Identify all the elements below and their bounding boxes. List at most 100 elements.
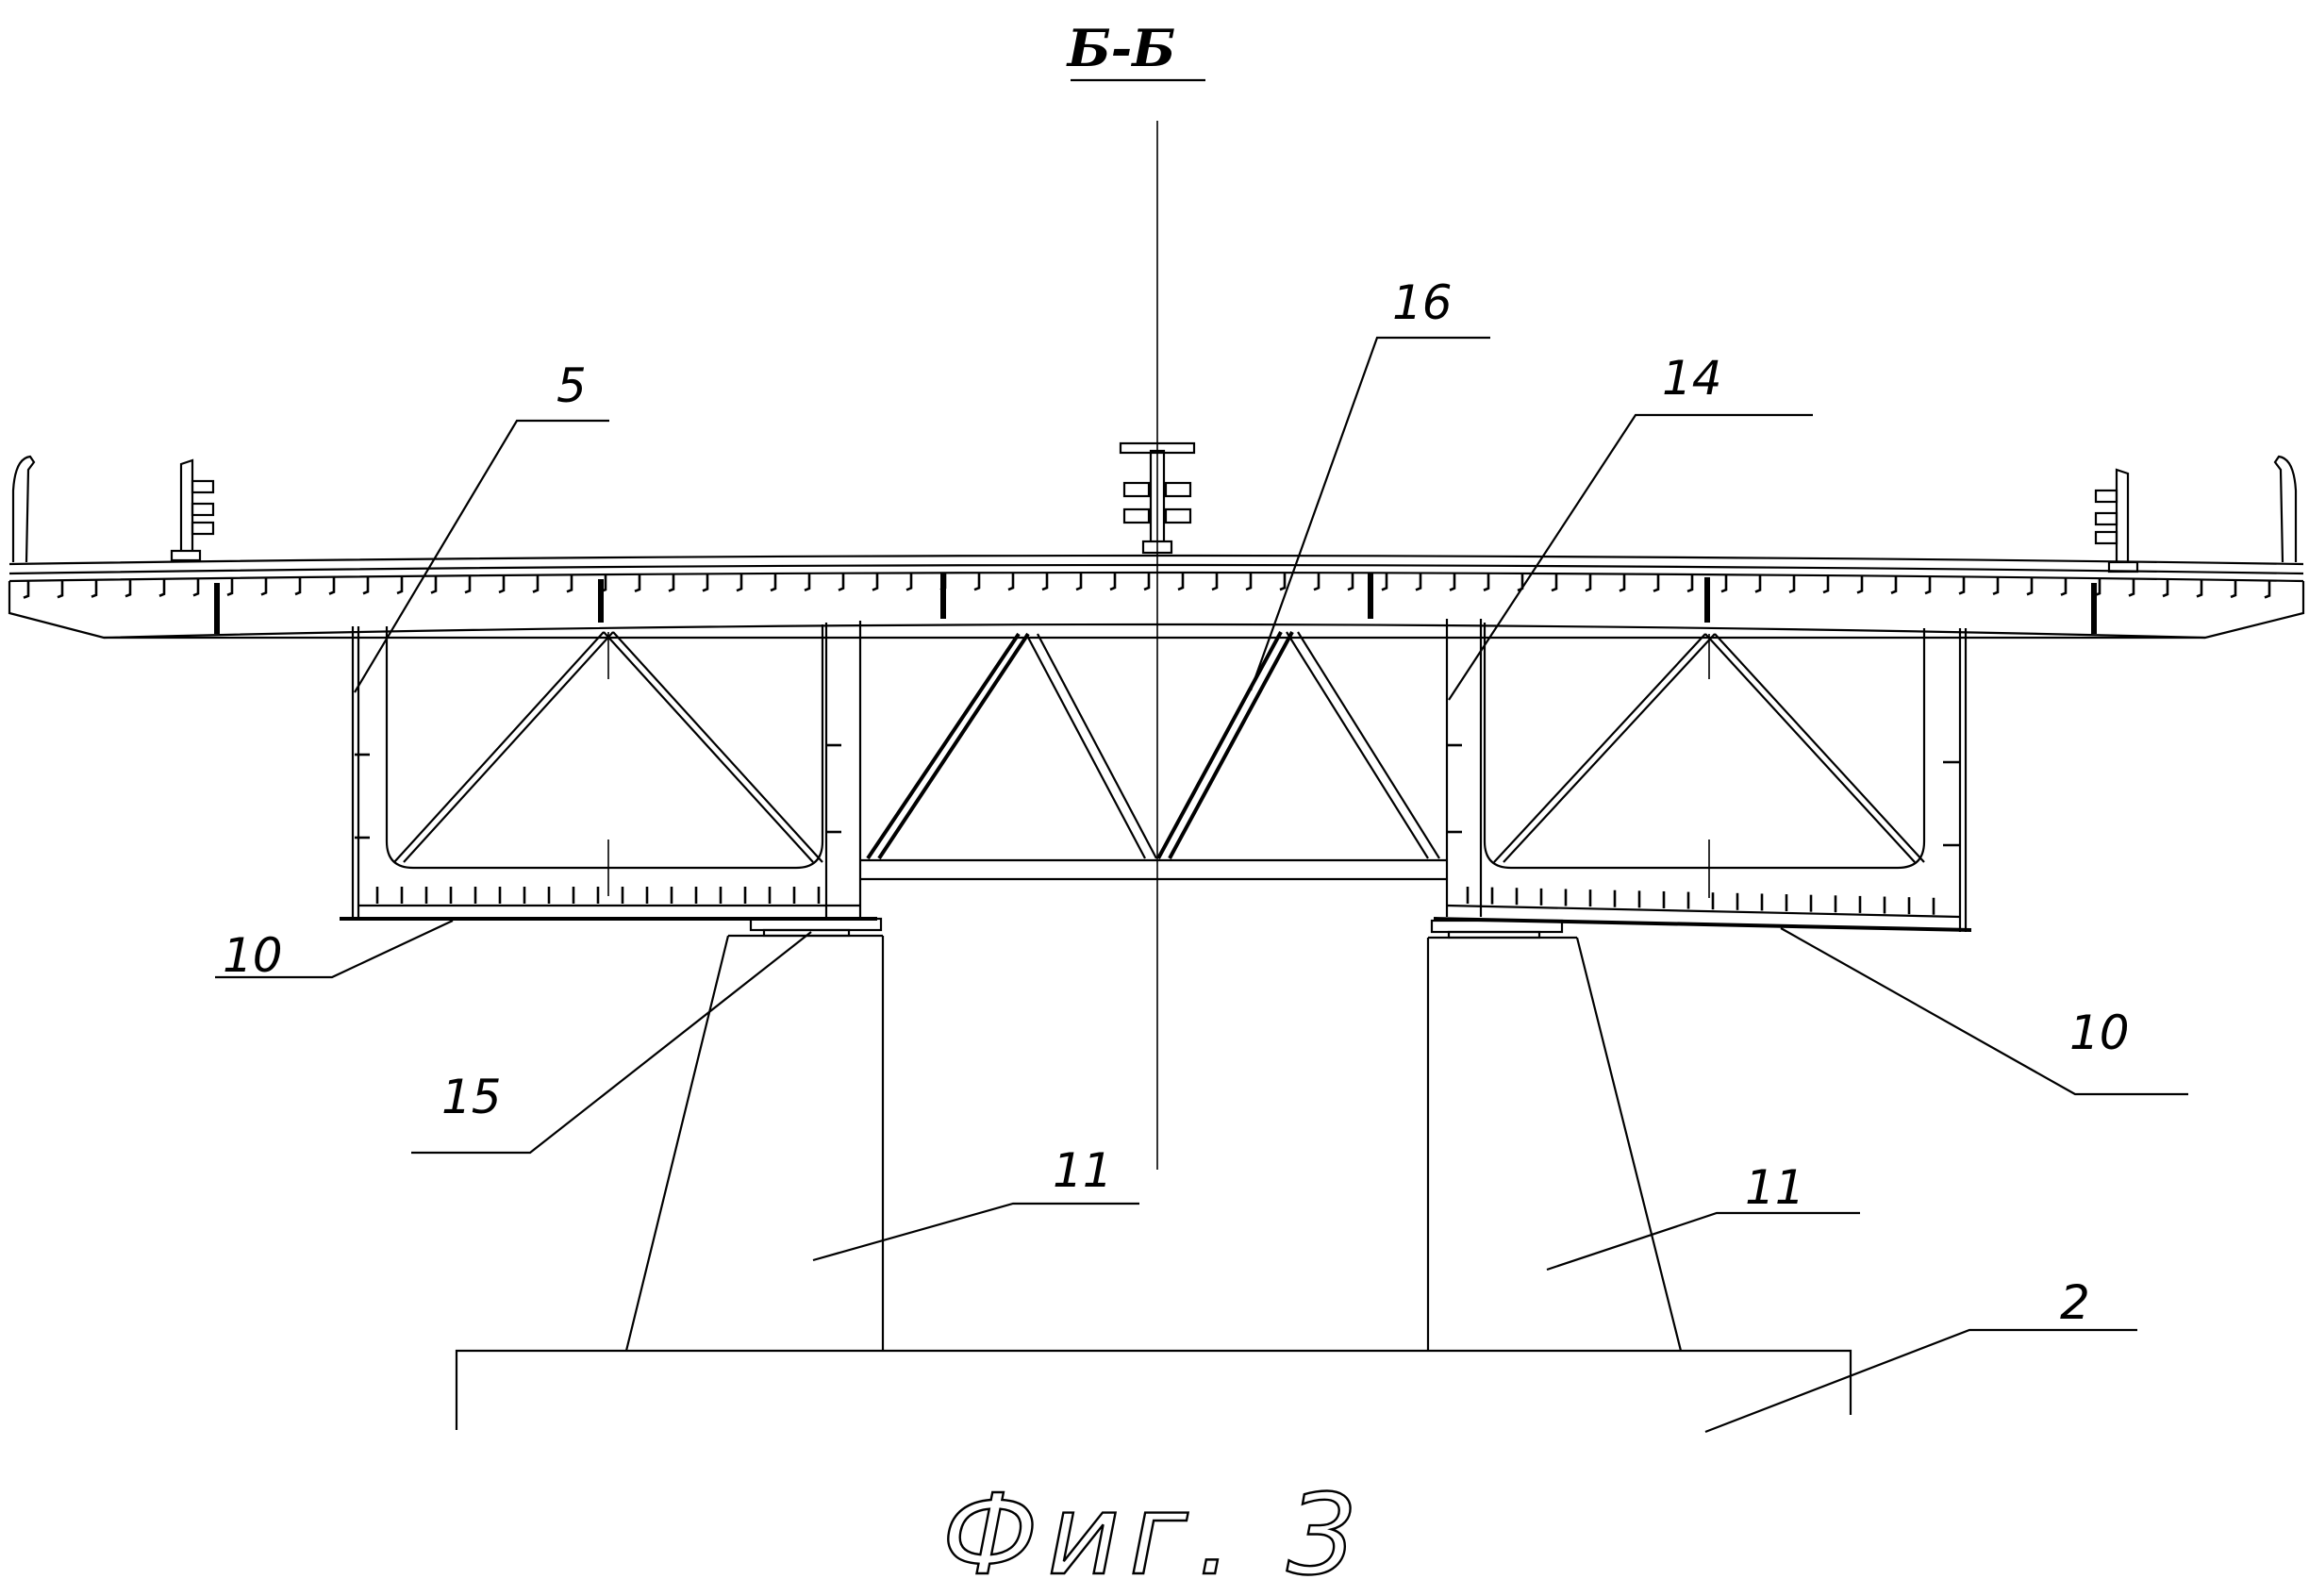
deck-rib — [1008, 573, 1013, 590]
left-box-girder — [340, 621, 877, 919]
right-barrier — [2096, 470, 2137, 572]
label-16: 16 — [1392, 275, 1453, 330]
deck-rib — [363, 576, 368, 593]
left-girder-bottom-ribs — [377, 887, 819, 904]
central-truss — [860, 632, 1447, 879]
right-bearing — [1432, 921, 1562, 938]
deck-rib — [669, 574, 673, 591]
deck-top-line — [9, 556, 2303, 564]
leader-lines — [215, 338, 2188, 1432]
leader-2 — [1705, 1330, 2137, 1432]
deck-rib — [567, 574, 572, 591]
deck-rib — [1314, 573, 1319, 590]
deck-rib — [2265, 580, 2269, 597]
label-10-right: 10 — [2069, 1006, 2130, 1060]
left-barrier — [172, 460, 213, 560]
deck-rib — [1993, 577, 1998, 594]
deck-rib — [397, 576, 402, 593]
label-2: 2 — [2060, 1275, 2090, 1330]
deck-rib — [2027, 577, 2032, 594]
deck-rib — [1484, 574, 1488, 590]
label-5: 5 — [556, 358, 587, 413]
deck-rib — [1212, 573, 1217, 590]
deck-rib — [1348, 573, 1353, 590]
deck-rib — [125, 579, 130, 596]
deck-rib — [635, 574, 640, 591]
right-girder-bottom-plate — [1447, 906, 1960, 917]
deck-rib — [1620, 574, 1624, 590]
deck-rib — [974, 573, 979, 590]
deck-rib — [1110, 573, 1115, 590]
deck-rib — [58, 580, 62, 597]
deck-rib — [2197, 579, 2201, 596]
truss-diagonal-4 — [1287, 632, 1439, 858]
section-title: Б-Б — [1066, 18, 1205, 80]
truss-diagonal-3 — [1158, 632, 1292, 858]
left-girder-inner-outline — [387, 624, 822, 868]
deck-rib — [91, 580, 96, 597]
left-pier — [626, 936, 883, 1351]
deck-rib — [2231, 580, 2235, 597]
deck-rib — [1246, 573, 1251, 590]
deck-rib — [24, 581, 28, 598]
deck-rib — [261, 577, 266, 594]
deck-rib — [906, 573, 911, 590]
deck-rib — [227, 578, 232, 595]
deck-rib — [1687, 574, 1692, 591]
left-bearing — [751, 919, 881, 936]
deck-rib — [159, 579, 164, 596]
deck-rib — [431, 576, 436, 593]
label-14: 14 — [1662, 351, 1722, 406]
label-11-left: 11 — [1053, 1143, 1113, 1198]
figure-caption: Фиг. 3 — [942, 1470, 1367, 1596]
deck-bottom-line — [104, 624, 2205, 638]
deck-rib — [329, 577, 334, 594]
deck-rib — [1959, 576, 1964, 593]
deck-rib — [1925, 576, 1930, 593]
label-15: 15 — [441, 1070, 502, 1124]
deck-rib — [872, 574, 877, 590]
deck-rib — [1586, 574, 1590, 590]
leader-11-right — [1547, 1213, 1860, 1270]
right-girder-inner-outline — [1485, 623, 1924, 868]
deck-rib — [295, 577, 300, 594]
deck-rib — [1789, 575, 1794, 592]
foundation-outline — [457, 1351, 1851, 1430]
deck-rib — [771, 574, 775, 590]
deck-rib — [2163, 579, 2168, 596]
left-girder-web-stiffeners — [355, 745, 841, 838]
leader-5 — [355, 421, 609, 692]
right-girder-diagonals — [1494, 634, 1924, 898]
deck-plate-line — [9, 573, 2303, 581]
deck-slab — [9, 556, 2303, 638]
right-parapet — [2275, 457, 2296, 562]
deck-rib — [1891, 576, 1896, 593]
deck-rib — [703, 574, 707, 590]
deck-rib — [1144, 573, 1149, 590]
deck-rib — [465, 575, 470, 592]
truss-diagonal-2 — [1026, 634, 1156, 858]
deck-rib — [1416, 573, 1420, 590]
deck-rib — [1857, 575, 1862, 592]
deck-rib — [839, 574, 843, 590]
deck-rib — [1653, 574, 1658, 591]
label-11-right: 11 — [1745, 1160, 1805, 1215]
deck-rib — [499, 575, 504, 592]
deck-rib — [1450, 574, 1454, 590]
deck-rib — [1721, 574, 1726, 591]
deck-rib — [2129, 579, 2134, 596]
deck-rib — [1076, 573, 1081, 590]
deck-rib — [1178, 573, 1183, 590]
right-pier — [1428, 938, 1681, 1351]
right-box-girder — [1434, 619, 1971, 932]
deck-rib — [533, 575, 538, 592]
deck-rib — [193, 578, 198, 595]
deck-rib — [1280, 573, 1285, 590]
deck-rib — [737, 574, 741, 590]
left-parapet — [13, 457, 34, 562]
deck-rib — [805, 574, 809, 590]
deck-rib — [1042, 573, 1047, 590]
truss-diagonal-1 — [868, 634, 1028, 858]
deck-rib — [2061, 578, 2066, 595]
